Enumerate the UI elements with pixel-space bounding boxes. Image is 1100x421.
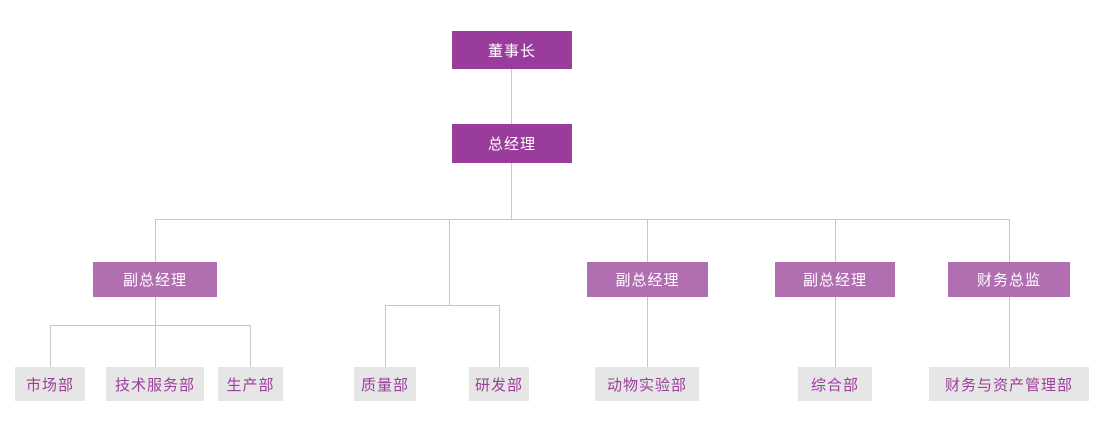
connector-drop-quality (385, 305, 386, 367)
connector-chairman-gm (511, 69, 512, 124)
connector-drop-deputy-2 (647, 219, 648, 262)
connector-gm-bus-drop (511, 163, 512, 219)
node-marketing-dept: 市场部 (15, 367, 85, 401)
connector-drop-rd (499, 305, 500, 367)
node-deputy-gm-3: 副总经理 (775, 262, 895, 297)
node-deputy-gm-2: 副总经理 (587, 262, 708, 297)
node-animal-lab-dept: 动物实验部 (595, 367, 699, 401)
connector-drop-finance-dir (1009, 219, 1010, 262)
connector-deputy3-affairs (835, 297, 836, 367)
node-quality-dept: 质量部 (354, 367, 416, 401)
node-tech-service-dept: 技术服务部 (106, 367, 204, 401)
node-general-affairs-dept: 综合部 (798, 367, 872, 401)
connector-drop-deputy-1 (155, 219, 156, 262)
node-rd-dept: 研发部 (469, 367, 529, 401)
node-finance-director: 财务总监 (948, 262, 1070, 297)
connector-deputy2-animal (647, 297, 648, 367)
connector-deputy1-bus (50, 325, 250, 326)
node-finance-asset-dept: 财务与资产管理部 (929, 367, 1089, 401)
connector-junction-bus (385, 305, 500, 306)
connector-deputy1-sub (155, 297, 156, 367)
connector-drop-marketing (50, 325, 51, 367)
node-general-manager: 总经理 (452, 124, 572, 163)
connector-findir-finasset (1009, 297, 1010, 367)
connector-drop-production (250, 325, 251, 367)
node-deputy-gm-1: 副总经理 (93, 262, 217, 297)
connector-main-bus (155, 219, 1010, 220)
connector-drop-junction (449, 219, 450, 305)
connector-drop-deputy-3 (835, 219, 836, 262)
node-chairman: 董事长 (452, 31, 572, 69)
node-production-dept: 生产部 (218, 367, 283, 401)
